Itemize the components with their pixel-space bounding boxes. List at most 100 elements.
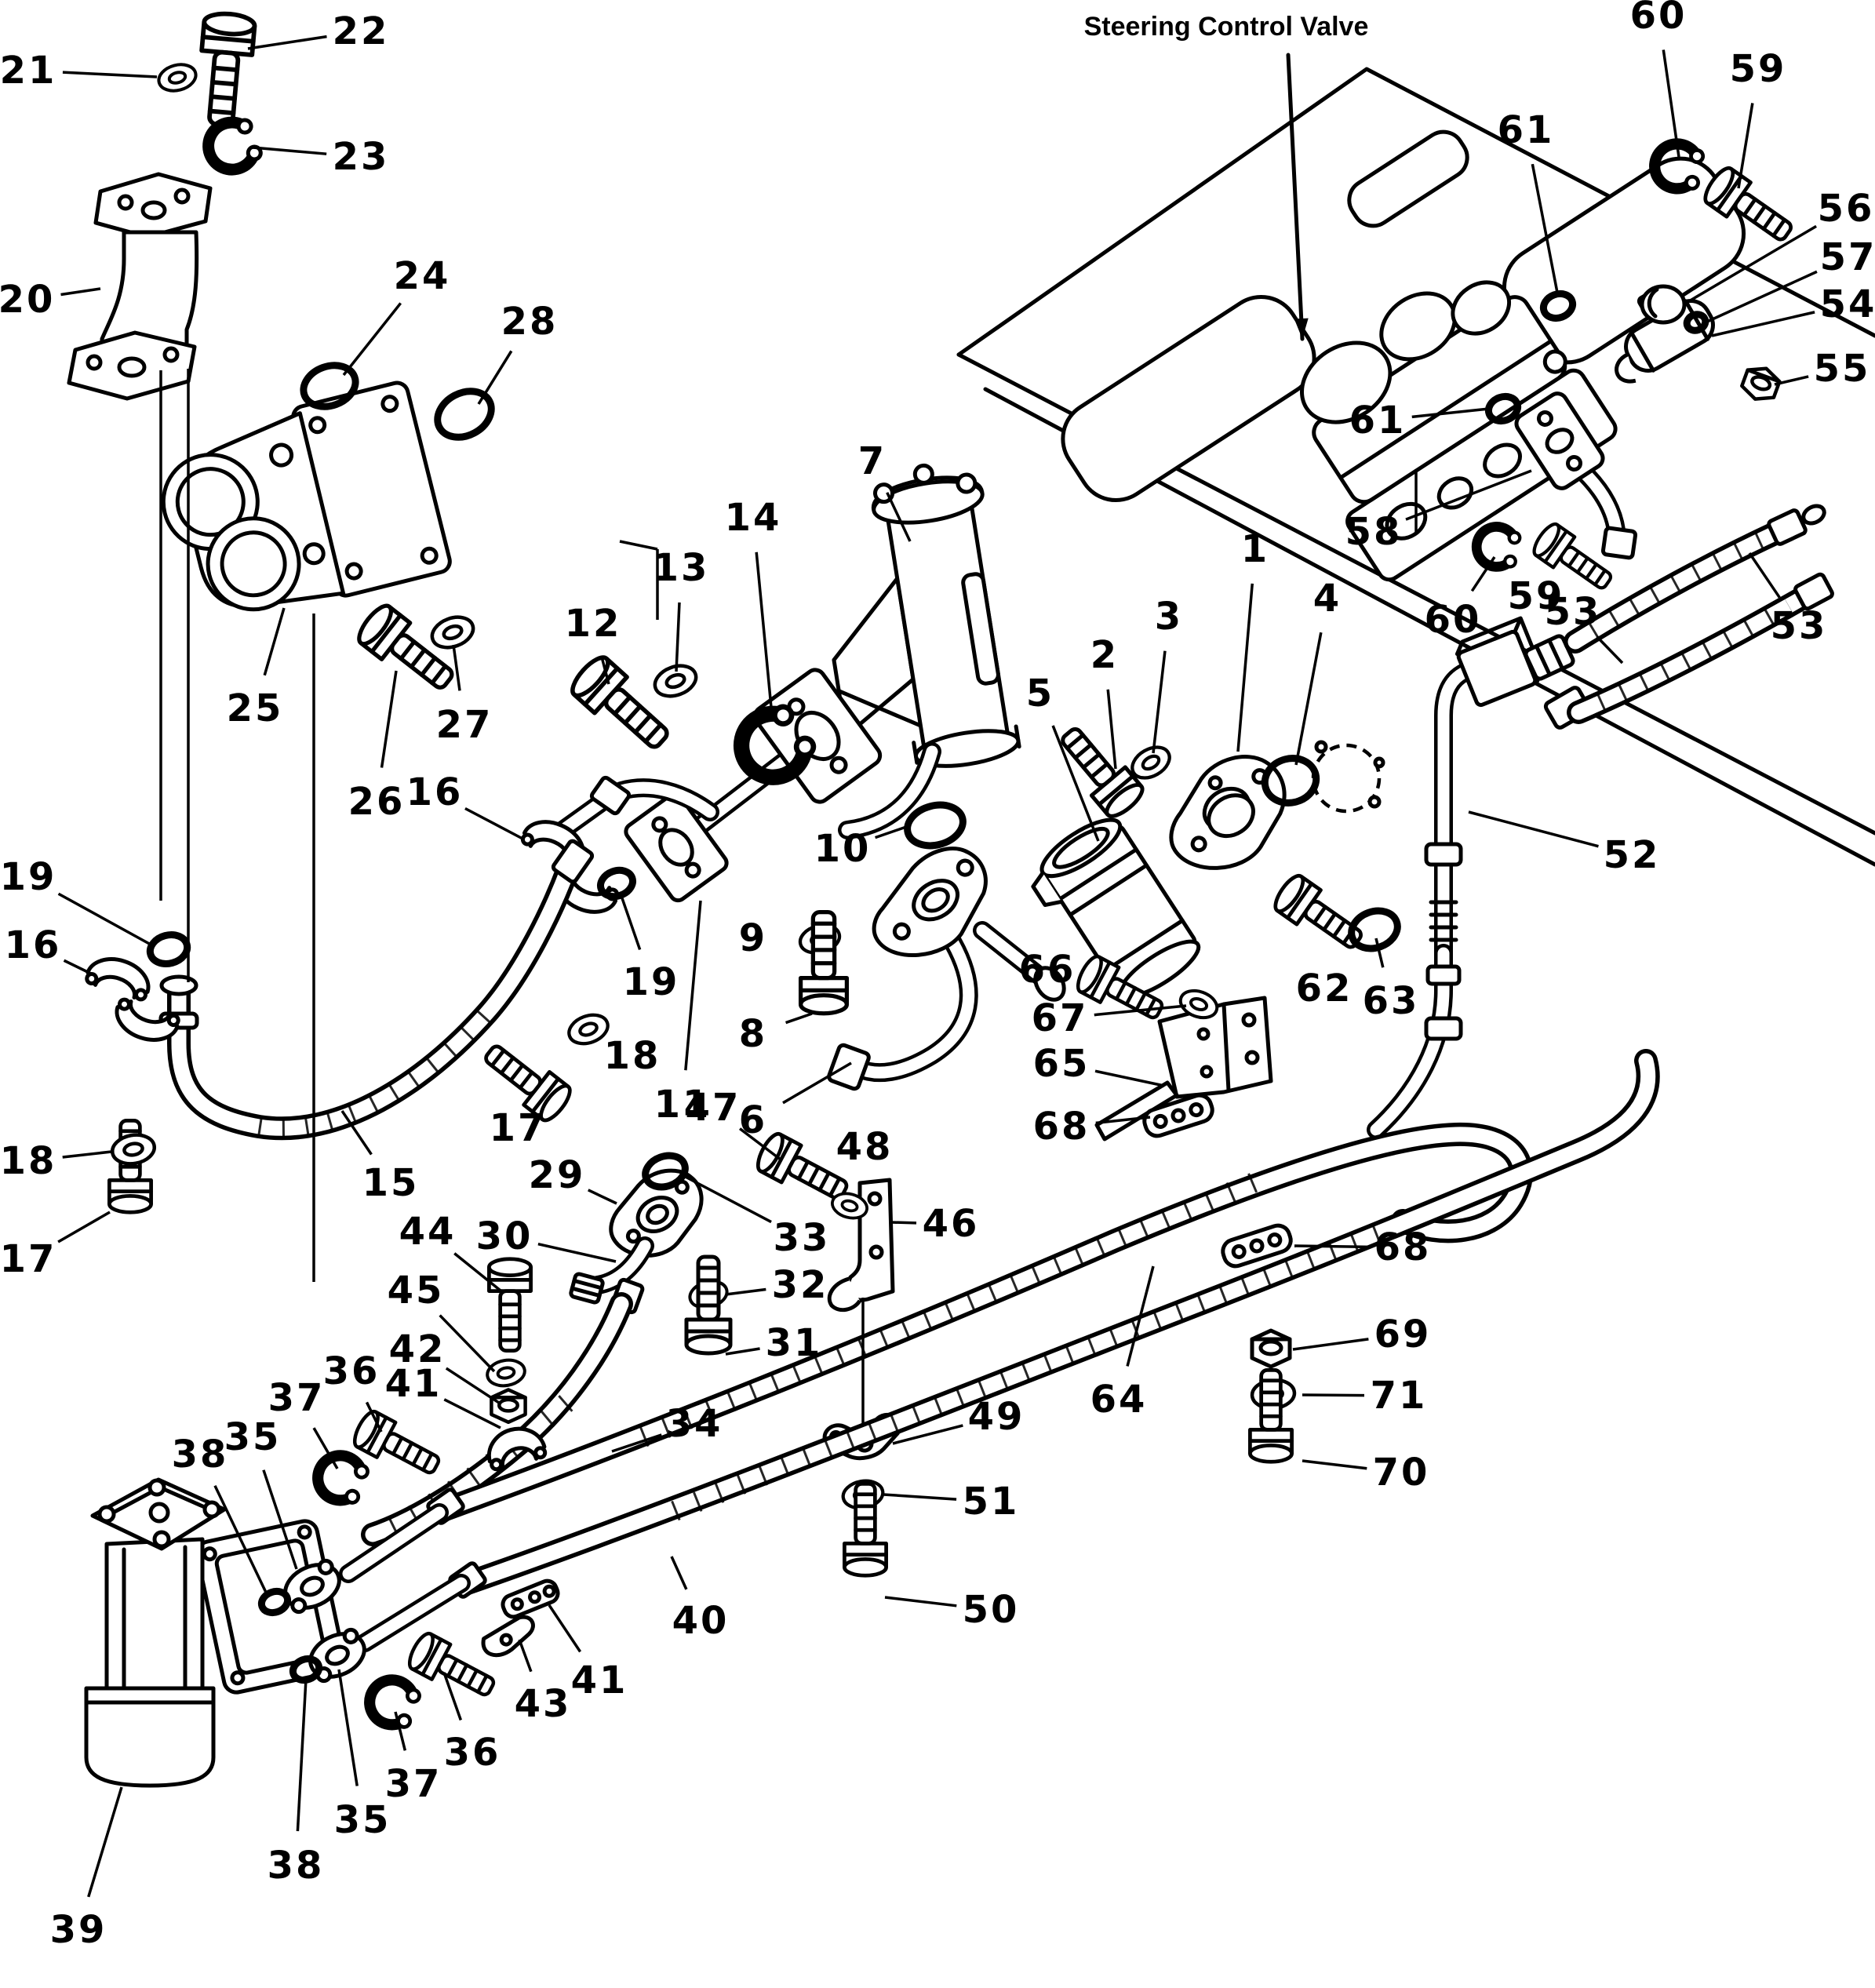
- callout-31: 31: [766, 1321, 823, 1365]
- callout-leader-64: [1126, 1265, 1155, 1367]
- callout-64: 64: [1090, 1378, 1148, 1422]
- callout-leader-11: [684, 900, 702, 1071]
- callout-leader-43: [518, 1639, 533, 1673]
- callout-39: 39: [50, 1908, 107, 1952]
- callout-38: 38: [268, 1844, 325, 1888]
- callout-66: 66: [1019, 948, 1076, 992]
- part-41-clamp-upper: [486, 1426, 548, 1472]
- callout-leader-42: [445, 1367, 500, 1404]
- callout-leader-53: [1596, 635, 1624, 664]
- callout-leader-16: [63, 959, 93, 976]
- callout-46: 46: [923, 1202, 980, 1246]
- callout-leader-33: [680, 1173, 772, 1224]
- callout-18: 18: [0, 1139, 56, 1183]
- callout-leader-12: [600, 657, 610, 685]
- callout-68: 68: [1033, 1105, 1090, 1149]
- callout-19: 19: [623, 960, 680, 1004]
- callout-leader-40: [670, 1556, 688, 1590]
- callout-leader-63: [1374, 938, 1385, 968]
- callout-60: 60: [1425, 598, 1482, 642]
- callout-leader-36: [442, 1672, 463, 1721]
- part-68-clamp-plate-left: [1142, 1093, 1214, 1138]
- callout-65: 65: [1033, 1042, 1090, 1086]
- callout-54: 54: [1820, 282, 1875, 326]
- part-41-clamp-lower: [501, 1578, 560, 1619]
- part-39-oil-filter: [84, 1477, 366, 1788]
- callout-45: 45: [388, 1269, 445, 1313]
- callout-leader-32: [725, 1287, 766, 1296]
- callout-leader-35: [262, 1469, 298, 1570]
- hardware-layer: [109, 12, 1799, 1733]
- part-68-clamp-plate-right: [1221, 1223, 1293, 1269]
- callout-leader-14: [755, 552, 774, 716]
- washer-21: [156, 60, 199, 94]
- bolt-8: [801, 912, 847, 1014]
- callout-53: 53: [1545, 590, 1602, 634]
- callout-leader-28: [477, 350, 513, 405]
- part-43-clamp: [481, 1615, 535, 1658]
- callout-17: 17: [0, 1237, 56, 1281]
- callout-leader-26: [380, 670, 398, 768]
- callout-leader-18: [62, 1150, 112, 1159]
- bolt-22: [195, 12, 255, 127]
- figure-title: Steering Control Valve: [1084, 12, 1369, 42]
- part-6-elbow-tube: [827, 847, 1066, 1091]
- part-30-elbow-fitting: [569, 1236, 654, 1305]
- callout-35: 35: [334, 1798, 391, 1842]
- part-40-hose: [448, 1049, 1660, 1599]
- construction-line: [619, 540, 658, 551]
- callout-43: 43: [515, 1682, 572, 1726]
- callout-60: 60: [1630, 0, 1688, 38]
- callout-leader-60: [1662, 49, 1680, 158]
- bolt-44: [489, 1259, 530, 1351]
- callout-40: 40: [672, 1599, 730, 1643]
- callout-leader-47: [738, 1127, 782, 1161]
- callout-61: 61: [1498, 108, 1555, 152]
- callout-71: 71: [1371, 1374, 1428, 1418]
- callout-leader-23: [252, 146, 327, 155]
- callout-leader-59: [1737, 103, 1754, 189]
- callout-69: 69: [1374, 1313, 1432, 1356]
- callout-leader-61: [1531, 163, 1560, 297]
- callout-leader-55: [1774, 375, 1809, 386]
- callout-leader-68: [1095, 1116, 1151, 1125]
- callout-leader-46: [890, 1221, 917, 1225]
- callout-leader-5: [1051, 725, 1100, 842]
- callout-leader-19: [57, 892, 153, 947]
- callout-32: 32: [772, 1263, 829, 1307]
- callout-leader-52: [1468, 810, 1599, 848]
- callout-4: 4: [1313, 577, 1342, 621]
- callout-leader-20: [60, 287, 101, 297]
- callout-leader-60: [1470, 556, 1496, 592]
- callout-leader-22: [247, 35, 327, 50]
- callout-21: 21: [0, 49, 56, 93]
- callout-25: 25: [227, 686, 284, 730]
- diagram-linework: [67, 67, 1875, 1788]
- callout-41: 41: [571, 1658, 628, 1702]
- callout-leader-29: [588, 1189, 617, 1205]
- callout-leader-70: [1302, 1459, 1367, 1470]
- callout-leader-27: [452, 644, 461, 691]
- callout-leader-39: [87, 1786, 123, 1898]
- part-53-hoses: [1564, 504, 1834, 724]
- part-58-elbow-flange: [1514, 391, 1638, 560]
- part-15-hose: [158, 839, 595, 1141]
- callout-20: 20: [0, 278, 55, 322]
- callout-18: 18: [604, 1034, 661, 1078]
- callout-leader-61: [1411, 407, 1490, 419]
- part-52-elbow-pipe: [1367, 616, 1592, 1139]
- snap-ring-60-bottom: [1472, 522, 1523, 572]
- snap-ring-37-lower: [362, 1673, 424, 1733]
- callout-30: 30: [476, 1214, 533, 1258]
- part-29-flange: [609, 1168, 704, 1258]
- callout-leader-30: [537, 1242, 617, 1263]
- callout-58: 58: [1345, 510, 1403, 554]
- callout-leader-16: [464, 806, 525, 841]
- bolt-26: [354, 601, 462, 700]
- callout-leader-67: [1094, 1004, 1187, 1017]
- callout-leader-36: [365, 1401, 383, 1433]
- callout-leader-17: [57, 1211, 111, 1243]
- title-arrow-head: [1294, 318, 1309, 339]
- callout-9: 9: [739, 916, 767, 960]
- callout-16: 16: [5, 923, 62, 967]
